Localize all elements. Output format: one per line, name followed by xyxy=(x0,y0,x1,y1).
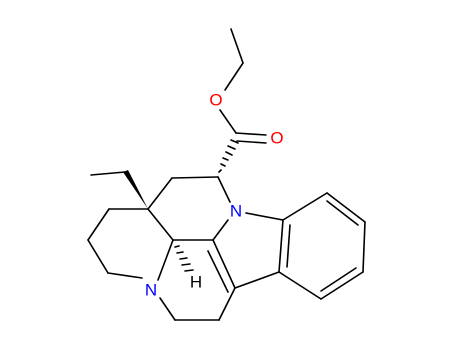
bond-c7-c8 xyxy=(234,271,280,289)
bond-ethyl-ch2-o xyxy=(224,62,244,91)
bond-o-carbonyl-carbon xyxy=(219,109,237,134)
oxygen-carbonyl-label: O xyxy=(270,129,283,148)
bond-c10-c9-inner xyxy=(320,267,357,292)
bond-c9-c8 xyxy=(278,271,322,300)
bond-co-double-2 xyxy=(236,140,267,144)
bond-n-indole-c2 xyxy=(212,219,229,241)
bond-c14-c21 xyxy=(147,208,174,241)
bond-c10-c9 xyxy=(320,271,364,300)
hashed-wedge-c16-ester xyxy=(218,139,239,173)
bond-c6-c7 xyxy=(218,287,236,321)
bond-c18-c19 xyxy=(87,239,109,274)
bond-c12-c11-inner xyxy=(326,200,359,226)
bond-ethyl-ch3-ch2 xyxy=(230,28,244,64)
bond-c16-c15 xyxy=(171,176,219,179)
bond-c13-c8-inner xyxy=(286,224,291,268)
bond-n-indole-c13 xyxy=(245,212,284,221)
bond-c8-c13 xyxy=(278,219,284,273)
bond-c12-c11 xyxy=(326,192,366,223)
nitrogen-indole-label: N xyxy=(230,202,242,221)
bond-c19-n-amine xyxy=(107,272,143,279)
bond-co-double-1 xyxy=(235,132,267,136)
bond-c2-c7-b xyxy=(207,250,229,293)
bond-c2-c7-a xyxy=(212,239,236,289)
bond-c15-c14 xyxy=(147,177,173,210)
bond-c11-c10 xyxy=(362,221,366,273)
hashed-wedge-c21-h xyxy=(174,245,194,272)
wedge-c14-ethyl xyxy=(123,170,148,209)
bond-ethyl-ch2-ch3-a xyxy=(90,171,126,176)
oxygen-ester-label: O xyxy=(209,91,222,110)
bond-n-amine-c21 xyxy=(157,239,174,281)
nitrogen-amine-label: N xyxy=(145,281,157,300)
bond-n-amine-c5 xyxy=(159,297,176,321)
bond-c17-c18 xyxy=(87,208,110,241)
bond-c13-c12 xyxy=(282,192,328,221)
bond-c16-n-indole xyxy=(217,176,231,203)
hydrogen-stereo-label: H xyxy=(190,273,202,292)
